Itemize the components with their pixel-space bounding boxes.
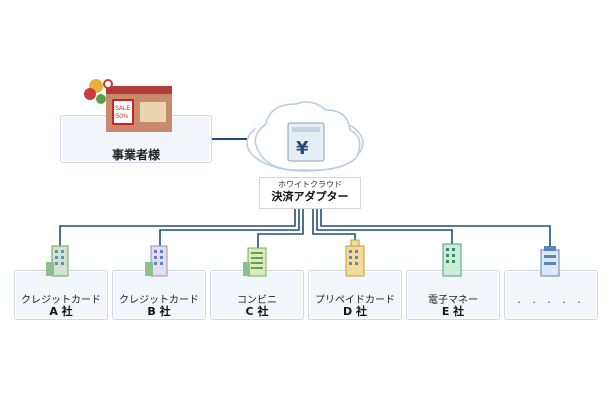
recipient-line1: クレジットカード	[21, 295, 101, 306]
recipient-line1: 電子マネー	[428, 295, 478, 306]
building-icon	[540, 246, 560, 277]
recipient-line1: クレジットカード	[119, 295, 199, 306]
adapter-title: 決済アダプター	[271, 190, 349, 203]
recipient-line1: コンビニ	[237, 295, 277, 306]
recipient-line2: C 社	[245, 305, 269, 318]
recipient-line2: B 社	[147, 305, 171, 318]
recipient-box-more: . . . . .	[504, 270, 598, 320]
building-icon	[345, 239, 365, 277]
recipient-line2: D 社	[343, 305, 367, 318]
adapter-box: ホワイトクラウド 決済アダプター	[259, 177, 361, 209]
recipient-more-dots: . . . . .	[517, 293, 585, 306]
recipient-box-d: プリペイドカード D 社	[308, 270, 402, 320]
building-icon	[243, 247, 267, 277]
merchant-label: 事業者様	[111, 148, 160, 162]
adapter-subtitle: ホワイトクラウド	[278, 180, 342, 189]
recipient-box-e: 電子マネー E 社	[406, 270, 500, 320]
recipient-line1: プリペイドカード	[315, 295, 395, 306]
svg-text:¥: ¥	[296, 138, 309, 159]
recipient-line2: A 社	[49, 305, 73, 318]
building-icon	[46, 245, 69, 277]
recipient-box-c: コンビニ C 社	[210, 270, 304, 320]
recipient-line2: E 社	[441, 305, 465, 318]
recipient-box-b: クレジットカード B 社	[112, 270, 206, 320]
building-icon	[442, 243, 462, 277]
building-icon	[145, 245, 168, 277]
